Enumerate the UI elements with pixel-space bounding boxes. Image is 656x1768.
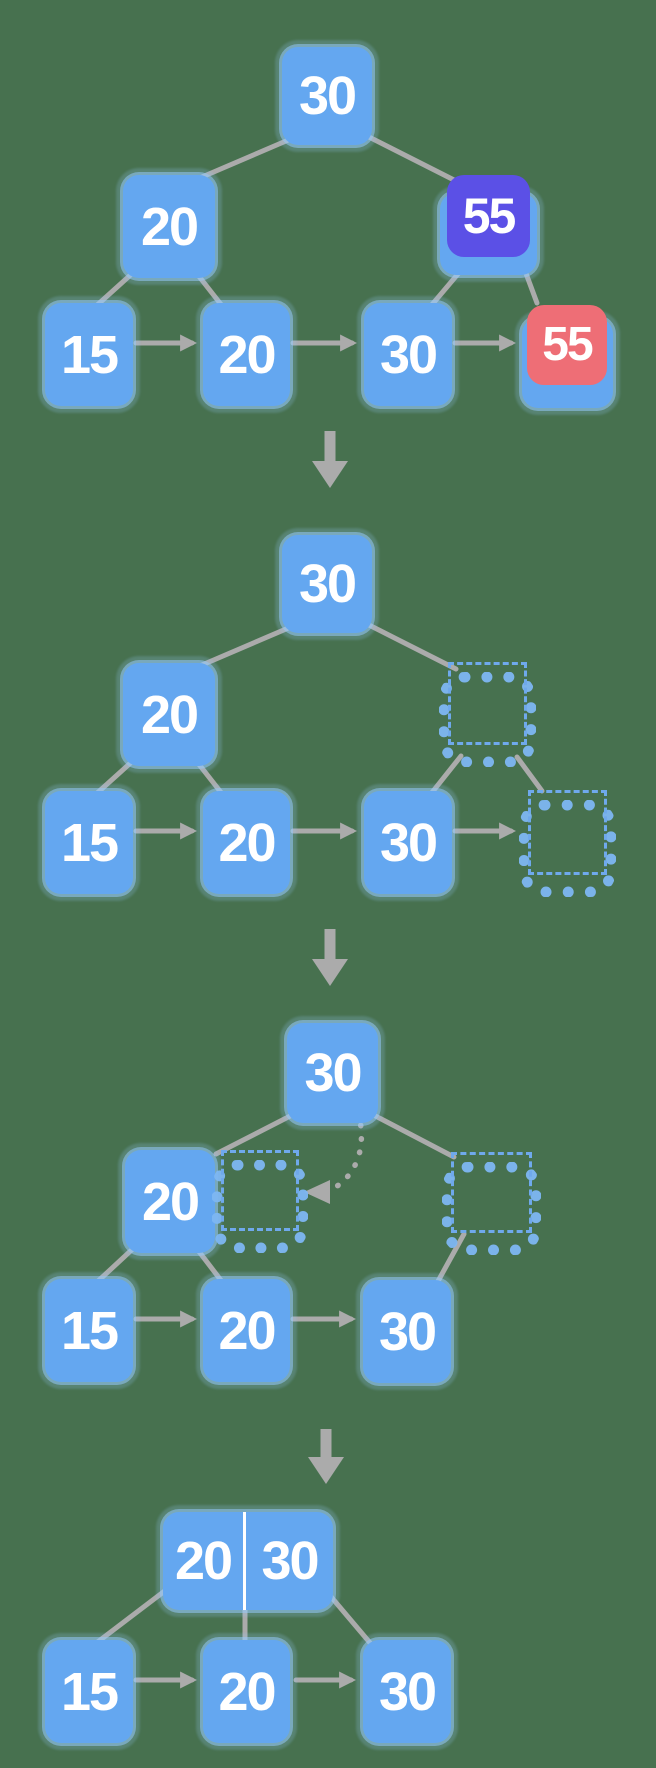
node-label: 55 [542, 318, 593, 371]
node-label: 30 [261, 1531, 319, 1591]
tree-node-root: 30 [282, 47, 372, 145]
node-label: 15 [60, 1300, 119, 1361]
node-label: 30 [298, 554, 357, 614]
ghost-node-internal [442, 1152, 541, 1255]
tree-node-internal: 20 [125, 1150, 215, 1253]
dashed-outline [448, 662, 527, 745]
tree-node-leaf: 30 [363, 1280, 451, 1383]
dashed-outline [451, 1152, 532, 1233]
tree-node-leaf-highlighted: 55 [522, 305, 613, 408]
tree-node-internal: 20 [123, 175, 215, 278]
tree-node-leaf: 20 [203, 303, 290, 406]
tree-node-leaf: 15 [45, 1279, 133, 1382]
scribble-ring [439, 672, 536, 767]
step-arrow-down-icon [308, 1429, 344, 1484]
node-label: 20 [140, 196, 199, 257]
node-label: 15 [60, 1661, 119, 1722]
node-label: 15 [60, 812, 119, 873]
node-label: 30 [379, 812, 438, 873]
tree-node-root-merged: 20 30 [163, 1512, 333, 1610]
scribble-ring [442, 1162, 541, 1255]
node-label: 30 [378, 1301, 437, 1362]
move-key-dashed-arrow [327, 1109, 365, 1193]
node-label: 30 [298, 66, 357, 126]
tree-node-leaf: 30 [363, 1640, 451, 1743]
tree-node-leaf: 20 [203, 1279, 290, 1382]
tree-node-leaf: 30 [364, 791, 452, 894]
node-label: 20 [174, 1531, 233, 1591]
node-label: 20 [218, 1661, 276, 1722]
tree-node-leaf: 15 [45, 791, 133, 894]
key-divider [243, 1512, 246, 1610]
key-cell: 30 [246, 1512, 333, 1610]
ghost-node-internal [212, 1150, 308, 1253]
tree-node-leaf: 20 [203, 1640, 290, 1743]
tree-node-leaf: 30 [364, 303, 452, 406]
node-label: 20 [141, 1171, 200, 1232]
step-arrow-down-icon [312, 431, 348, 488]
node-label: 20 [140, 684, 199, 745]
tree-node-root: 30 [287, 1023, 378, 1123]
node-label: 20 [218, 324, 276, 385]
tree-node-root: 30 [282, 535, 372, 633]
stage-2-edges [92, 618, 545, 840]
scribble-ring [519, 800, 616, 897]
node-label: 20 [218, 812, 276, 873]
node-label: 30 [379, 324, 438, 385]
node-label: 20 [218, 1300, 276, 1361]
tree-node-leaf: 20 [203, 791, 290, 894]
ghost-node-leaf [519, 790, 616, 897]
stage-4-edges [92, 1587, 374, 1689]
key-cell: 20 [163, 1512, 243, 1610]
node-label: 15 [60, 324, 119, 385]
tree-node-leaf: 15 [45, 303, 133, 406]
dashed-outline [528, 790, 607, 875]
node-label: 55 [462, 188, 517, 244]
scribble-ring [212, 1160, 308, 1253]
step-arrow-down-icon [312, 929, 348, 986]
tree-node-leaf: 15 [45, 1640, 133, 1743]
tree-node-internal-highlighted: 55 [440, 175, 537, 275]
dashed-outline [221, 1150, 299, 1231]
red-highlight-node: 55 [527, 305, 607, 385]
tree-node-internal: 20 [123, 663, 215, 766]
purple-highlight-node: 55 [447, 175, 530, 257]
node-label: 30 [378, 1661, 437, 1722]
ghost-node-internal [439, 662, 536, 767]
node-label: 30 [304, 1043, 362, 1103]
